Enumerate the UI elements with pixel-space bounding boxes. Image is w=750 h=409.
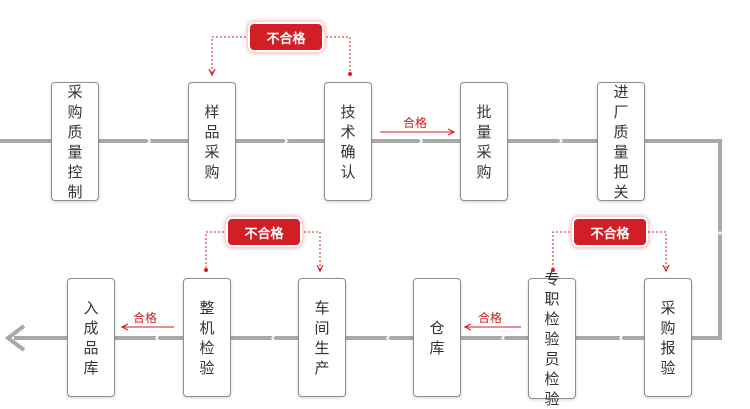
- step-bulk-purchase: 批量采购: [460, 82, 508, 201]
- step-label: 专职检验员检验: [544, 269, 560, 408]
- fail-badge-right: 不合格: [574, 219, 646, 245]
- flow-chevron: [154, 331, 163, 345]
- step-inspector-inspection: 专职检验员检验: [528, 270, 576, 408]
- step-label: 仓库: [429, 318, 445, 357]
- step-sample-purchase: 样品采购: [188, 82, 236, 201]
- step-purchase-report-inspection: 采购报验: [644, 278, 692, 397]
- step-label: 技术确认: [340, 102, 356, 181]
- fail-loop-top-right: [322, 36, 351, 72]
- fail-loop-top-left: [212, 36, 250, 74]
- fail-badge-top: 不合格: [250, 24, 322, 50]
- step-technical-confirmation: 技术确认: [324, 82, 372, 201]
- flow-chevron: [385, 331, 394, 345]
- pass-label-inspector-to-warehouse: 合格: [478, 311, 503, 325]
- fail-loop-right-left: [552, 231, 578, 268]
- pass-label-tech-to-bulk: 合格: [403, 116, 428, 130]
- step-label: 整机检验: [199, 298, 215, 377]
- fail-loop-top-dot: [348, 72, 352, 76]
- flow-chevron: [713, 227, 727, 236]
- flow-chevron: [280, 134, 289, 148]
- step-label: 批量采购: [476, 102, 492, 181]
- step-label: 车间生产: [314, 298, 330, 377]
- step-storage: 入成品库: [67, 278, 115, 397]
- pass-label-machine-to-storage: 合格: [133, 311, 158, 325]
- flow-chevron: [618, 331, 627, 345]
- flow-chevron: [143, 134, 152, 148]
- step-machine-inspection: 整机检验: [183, 278, 231, 397]
- fail-loop-bottom-left: [205, 231, 232, 268]
- step-purchase-quality-control: 采购质量控制: [51, 82, 99, 201]
- step-label: 进厂质量把关: [613, 82, 629, 201]
- flow-chevron: [500, 331, 509, 345]
- fail-loop-bottom-dot: [204, 268, 208, 272]
- flow-chevron: [555, 134, 564, 148]
- fail-loop-right-dot: [551, 268, 555, 272]
- step-label: 采购报验: [660, 298, 676, 377]
- step-label: 入成品库: [83, 298, 99, 377]
- step-label: 采购质量控制: [67, 82, 83, 201]
- step-workshop-production: 车间生产: [298, 278, 346, 397]
- flow-chevron: [270, 331, 279, 345]
- flow-end-arrowhead: [4, 324, 26, 352]
- step-incoming-quality-control: 进厂质量把关: [597, 82, 645, 201]
- flow-chevron: [415, 134, 424, 148]
- fail-loop-right-right: [640, 231, 666, 270]
- step-label: 样品采购: [204, 102, 220, 181]
- fail-badge-bottom: 不合格: [228, 219, 300, 245]
- step-warehouse: 仓库: [413, 278, 461, 397]
- fail-loop-bottom-right: [296, 231, 320, 270]
